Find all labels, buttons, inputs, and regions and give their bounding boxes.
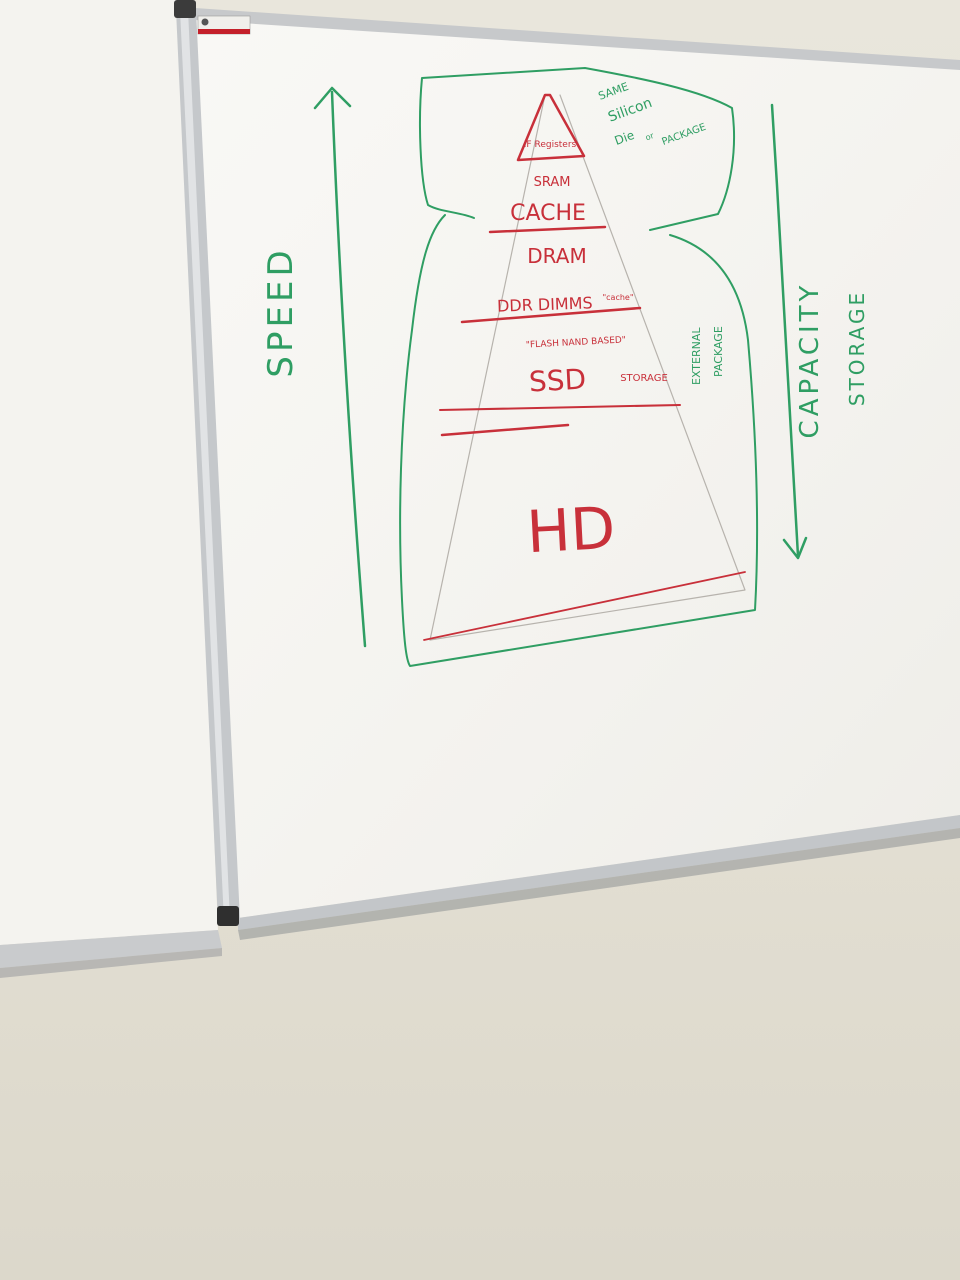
label-ssd: SSD — [528, 363, 587, 399]
top-clip — [174, 0, 196, 18]
same-die-outline — [419, 67, 735, 231]
board-label-sticker — [197, 15, 251, 35]
label-hd: HD — [525, 494, 617, 567]
left-board-panel — [0, 0, 222, 978]
label-ddr-cache-note: "cache" — [602, 293, 633, 302]
capacity-arrow — [770, 103, 808, 560]
label-ssd-storage: STORAGE — [620, 373, 668, 384]
external-line-1: EXTERNAL — [690, 327, 703, 385]
label-speed: SPEED — [261, 246, 301, 377]
pyramid-base — [423, 571, 746, 641]
label-sram: SRAM — [534, 175, 571, 190]
same-die-line-4: or — [644, 131, 655, 142]
label-capacity: CAPACITY — [795, 282, 825, 439]
label-storage: STORAGE — [845, 290, 869, 406]
separator-cache-dram — [488, 225, 607, 234]
green-drawings — [313, 67, 808, 667]
speed-arrow — [313, 86, 367, 648]
same-die-line-3: Die — [613, 128, 637, 148]
bottom-clip — [217, 906, 239, 926]
pyramid-faint-outline — [429, 94, 746, 641]
separator-ssd-hd — [440, 423, 570, 437]
pyramid — [423, 93, 746, 641]
separator-ddr-ssd — [460, 306, 642, 324]
pyramid-top-triangle — [516, 93, 586, 162]
label-cache: CACHE — [510, 201, 586, 226]
external-package-outline — [399, 214, 759, 667]
external-package-note: EXTERNAL PACKAGE — [690, 326, 725, 385]
external-line-2: PACKAGE — [712, 326, 725, 377]
board-divider-frame — [174, 0, 240, 926]
label-ddr-dimms: DDR DIMMS — [497, 293, 593, 315]
label-dram: DRAM — [527, 244, 586, 268]
label-registers: IF Registers — [524, 140, 577, 150]
main-board-panel — [195, 8, 960, 940]
separator-ssd-top — [439, 404, 681, 411]
